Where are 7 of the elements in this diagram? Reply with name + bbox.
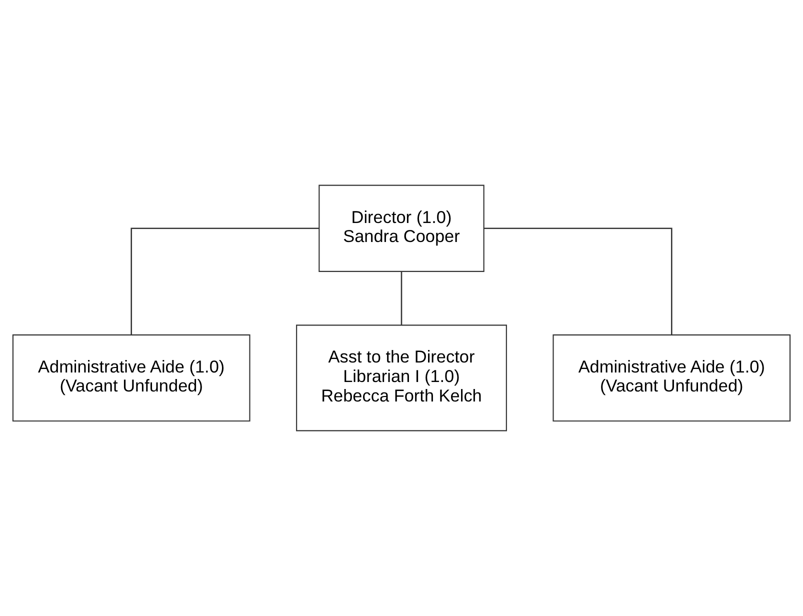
connector: [130, 228, 319, 335]
node-box: Asst to the Director Librarian I (1.0) Rebecca Forth Kelch: [296, 324, 507, 432]
connector: [400, 272, 402, 325]
connector: [484, 228, 672, 335]
node-box: Administrative Aide (1.0) (Vacant Unfunded): [552, 334, 791, 422]
node-box: Administrative Aide (1.0) (Vacant Unfunded): [12, 334, 250, 422]
node-box: Director (1.0) Sandra Cooper: [318, 184, 484, 272]
